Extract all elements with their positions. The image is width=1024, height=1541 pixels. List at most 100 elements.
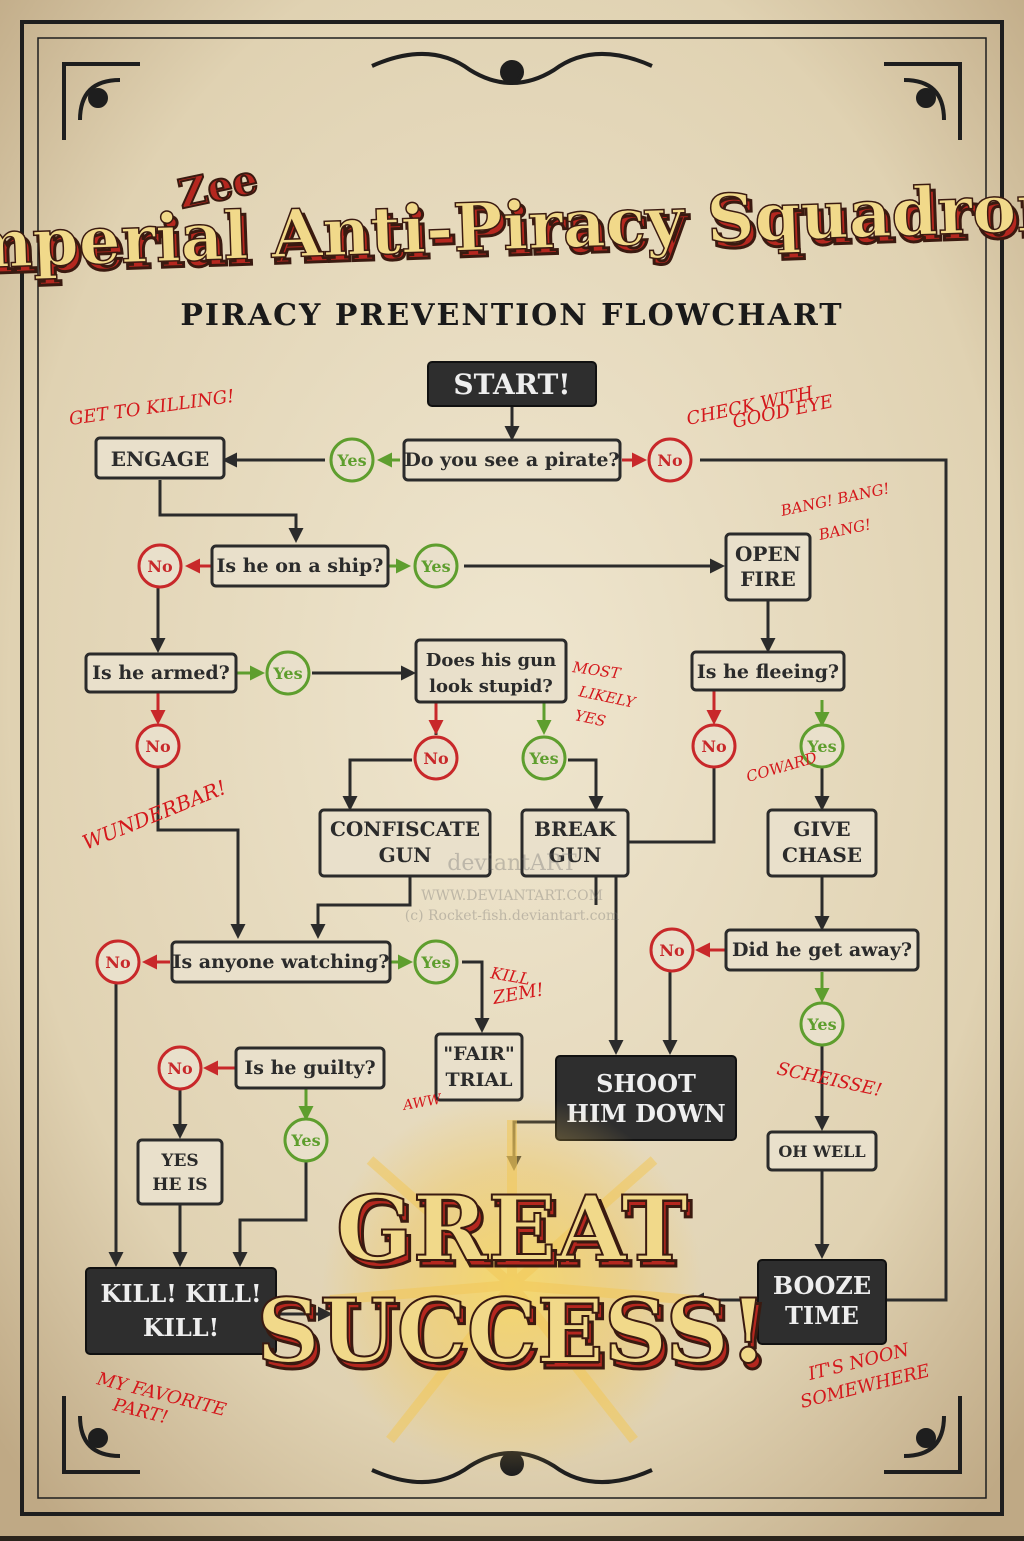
yes-badge-gun: Yes	[521, 735, 567, 781]
node-fair-trial: "FAIR" TRIAL	[434, 1032, 524, 1102]
node-give-chase: GIVE CHASE	[766, 808, 878, 878]
svg-text:Yes: Yes	[420, 557, 450, 576]
success-shadow: SUCCESS!	[260, 1285, 771, 1389]
node-booze-label-2: TIME	[785, 1301, 859, 1330]
top-scroll-ornament	[371, 51, 653, 85]
node-kill-label-1: KILL! KILL!	[100, 1279, 261, 1308]
yes-badge-guilty: Yes	[283, 1117, 329, 1163]
corner-ornament-top-left	[62, 62, 140, 140]
svg-text:No: No	[167, 1059, 193, 1078]
node-chase-label-1: GIVE	[793, 817, 850, 841]
node-start-label: START!	[453, 368, 570, 401]
node-shoot-label-1: SHOOT	[596, 1069, 696, 1098]
node-oh-well: OH WELL	[766, 1130, 878, 1172]
node-open-fire-label-2: FIRE	[740, 567, 795, 591]
no-connectors	[142, 452, 726, 1076]
node-question-away: Did he get away?	[724, 928, 920, 972]
svg-text:Yes: Yes	[806, 737, 836, 756]
no-badge-watching: No	[95, 939, 141, 985]
yes-badge-pirate: Yes	[329, 437, 375, 483]
node-start: START!	[427, 361, 597, 407]
svg-text:Yes: Yes	[420, 953, 450, 972]
svg-text:Yes: Yes	[336, 451, 366, 470]
node-question-pirate: Do you see a pirate?	[402, 438, 622, 482]
svg-text:Yes: Yes	[806, 1015, 836, 1034]
no-badge-away: No	[649, 927, 695, 973]
node-yes-he-is-label-1: YES	[160, 1151, 198, 1171]
node-booze-label-1: BOOZE	[773, 1271, 871, 1300]
node-question-gun-label-1: Does his gun	[426, 650, 557, 671]
no-badge-armed: No	[135, 723, 181, 769]
no-badge-ship: No	[137, 543, 183, 589]
node-engage: ENGAGE	[94, 436, 226, 480]
node-open-fire: OPEN FIRE	[724, 532, 812, 602]
node-question-armed-label: Is he armed?	[92, 662, 230, 684]
yes-badge-armed: Yes	[265, 650, 311, 696]
great-shadow: GREAT	[340, 1182, 692, 1288]
yes-badge-away: Yes	[799, 1001, 845, 1047]
no-badge-fleeing: No	[691, 723, 737, 769]
svg-text:Yes: Yes	[290, 1131, 320, 1150]
node-engage-label: ENGAGE	[111, 447, 209, 471]
success-label: SUCCESS!	[256, 1279, 767, 1383]
watermark-credit: (c) Rocket-fish.deviantart.com	[405, 908, 619, 924]
outer-frame	[20, 20, 1004, 1516]
svg-text:No: No	[145, 737, 171, 756]
node-question-gun-label-2: look stupid?	[429, 676, 553, 697]
node-break-label-2: GUN	[549, 843, 602, 867]
node-open-fire-label-1: OPEN	[735, 542, 801, 566]
node-trial-label-1: "FAIR"	[443, 1043, 515, 1065]
svg-text:No: No	[423, 749, 449, 768]
yes-badge-fleeing: Yes	[799, 723, 845, 769]
no-badges: No No No No No No No No	[95, 437, 737, 1091]
node-question-ship: Is he on a ship?	[210, 544, 390, 588]
node-kill-label-2: KILL!	[143, 1313, 219, 1342]
node-kill: KILL! KILL! KILL!	[85, 1267, 277, 1355]
great-label: GREAT	[336, 1176, 688, 1282]
node-question-pirate-label: Do you see a pirate?	[404, 449, 619, 471]
node-question-guilty: Is he guilty?	[234, 1046, 386, 1090]
svg-text:Yes: Yes	[272, 664, 302, 683]
node-question-away-label: Did he get away?	[732, 939, 912, 961]
node-oh-well-label: OH WELL	[778, 1142, 865, 1161]
yes-badge-ship: Yes	[413, 543, 459, 589]
corner-ornament-bottom-right	[884, 1396, 962, 1474]
svg-text:Yes: Yes	[528, 749, 558, 768]
great-success: GREAT GREAT SUCCESS! SUCCESS!	[255, 1095, 773, 1475]
node-booze-time: BOOZE TIME	[757, 1259, 887, 1345]
node-question-armed: Is he armed?	[84, 652, 238, 694]
node-question-fleeing: Is he fleeing?	[690, 650, 846, 692]
watermark-logo: deviantART	[447, 851, 577, 876]
svg-text:No: No	[701, 737, 727, 756]
node-yes-he-is: YES HE IS	[136, 1138, 224, 1206]
node-confiscate-label-1: CONFISCATE	[330, 817, 480, 841]
node-question-guilty-label: Is he guilty?	[244, 1057, 375, 1079]
node-trial-label-2: TRIAL	[446, 1069, 513, 1091]
sunburst-rays	[329, 1120, 695, 1444]
yes-badge-watching: Yes	[413, 939, 459, 985]
watermark-url: WWW.DEVIANTART.COM	[421, 888, 603, 904]
corner-ornament-top-right	[884, 62, 962, 140]
node-question-ship-label: Is he on a ship?	[217, 555, 384, 577]
node-question-fleeing-label: Is he fleeing?	[697, 661, 839, 683]
svg-text:No: No	[657, 451, 683, 470]
node-chase-label-2: CHASE	[782, 843, 862, 867]
svg-text:No: No	[147, 557, 173, 576]
node-confiscate-gun: CONFISCATE GUN	[318, 808, 492, 878]
yes-connectors	[236, 452, 830, 1121]
watermark: deviantART WWW.DEVIANTART.COM (c) Rocket…	[405, 851, 619, 924]
corner-ornament-bottom-left	[62, 1396, 140, 1474]
subtitle: PIRACY PREVENTION FLOWCHART	[180, 298, 843, 333]
node-question-gun: Does his gun look stupid?	[414, 638, 568, 704]
node-question-watching-label: Is anyone watching?	[173, 951, 390, 973]
no-badge-guilty: No	[157, 1045, 203, 1091]
node-question-watching: Is anyone watching?	[170, 940, 392, 984]
no-badge-gun: No	[413, 735, 459, 781]
no-badge-pirate: No	[647, 437, 693, 483]
note-aww: AWW	[400, 1091, 444, 1114]
node-yes-he-is-label-2: HE IS	[152, 1175, 207, 1195]
inner-frame	[37, 37, 987, 1499]
svg-text:No: No	[105, 953, 131, 972]
